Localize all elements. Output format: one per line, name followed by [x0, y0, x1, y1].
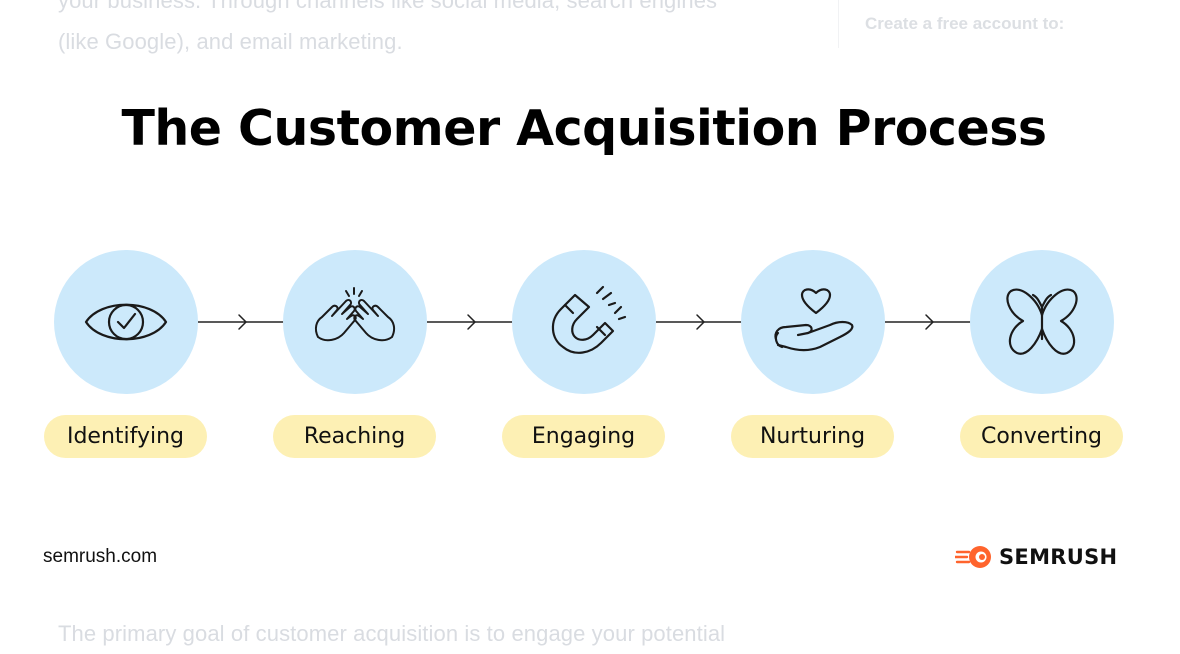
flow-arrow-icon [427, 314, 513, 330]
customer-acquisition-infographic: The Customer Acquisition Process Identif… [0, 64, 1180, 612]
flow-arrow-icon [656, 314, 742, 330]
signup-sidebar-heading: Create a free account to: [865, 14, 1065, 33]
brand-logo: SEMRUSH [955, 543, 1117, 571]
background-line: (like Google), and email marketing. [58, 29, 403, 54]
step-label-converting: Converting [960, 415, 1123, 458]
step-circle-nurturing [741, 250, 885, 394]
step-label-nurturing: Nurturing [731, 415, 894, 458]
signup-sidebar: Create a free account to: [838, 0, 1180, 48]
magnet-icon [551, 285, 627, 354]
step-label-engaging: Engaging [502, 415, 665, 458]
flow-arrow-icon [885, 314, 971, 330]
step-circle-engaging [512, 250, 656, 394]
step-circle-identifying [54, 250, 198, 394]
step-circle-reaching [283, 250, 427, 394]
semrush-flame-icon [955, 546, 991, 568]
flow-arrow-icon [198, 314, 284, 330]
source-url: semrush.com [43, 546, 158, 567]
background-paragraph-top: your business. Through channels like soc… [58, 0, 838, 62]
eye-check-icon [84, 303, 168, 341]
background-line: your business. Through channels like soc… [58, 0, 718, 13]
infographic-title: The Customer Acquisition Process [121, 100, 1047, 157]
step-circle-converting [970, 250, 1114, 394]
process-flow: Identifying Reaching Engaging [0, 64, 1180, 612]
step-label-identifying: Identifying [44, 415, 207, 458]
butterfly-icon [1006, 288, 1078, 355]
step-label-reaching: Reaching [273, 415, 436, 458]
hands-icon [314, 287, 396, 342]
brand-name: SEMRUSH [999, 545, 1118, 569]
heart-hand-icon [774, 288, 854, 352]
